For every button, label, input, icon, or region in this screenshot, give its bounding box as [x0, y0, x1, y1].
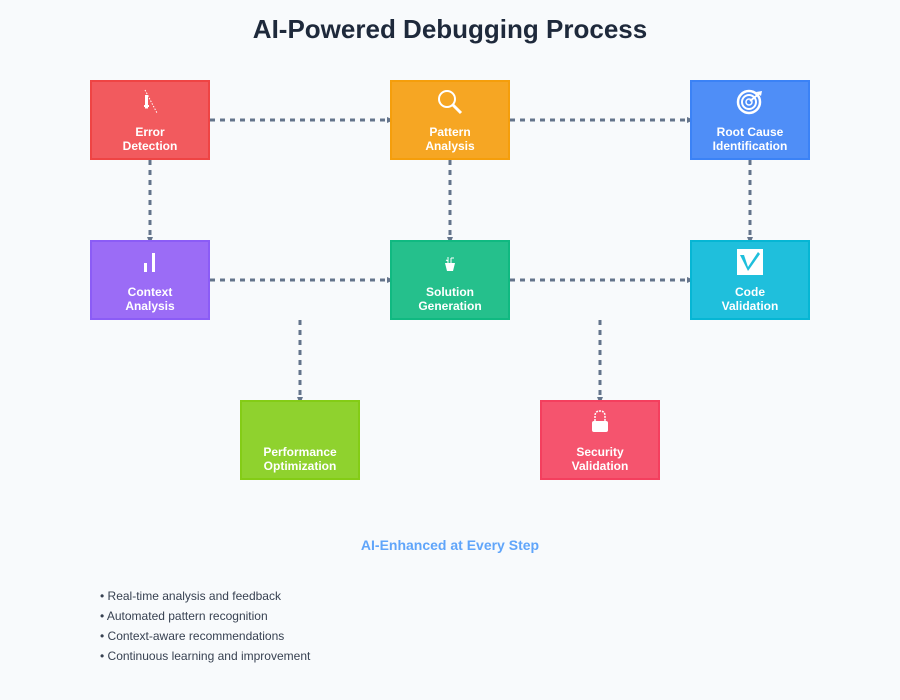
checkbox-icon — [692, 248, 808, 276]
node-label-line2: Generation — [418, 299, 482, 313]
node-label-line2: Analysis — [425, 139, 475, 153]
target-icon — [692, 88, 808, 116]
feature-list: • Real-time analysis and feedback • Auto… — [100, 588, 310, 668]
feature-item: • Continuous learning and improvement — [100, 649, 311, 663]
subtitle: AI-Enhanced at Every Step — [360, 537, 540, 553]
node-label-line1: Solution — [426, 285, 474, 299]
node-code-validation: Code Validation — [690, 240, 810, 320]
node-label-line1: Code — [735, 285, 765, 299]
node-label-line1: Root Cause — [716, 125, 784, 139]
node-pattern-analysis: Pattern Analysis — [390, 80, 510, 160]
node-label-line2: Analysis — [125, 299, 175, 313]
node-label-line1: Context — [127, 285, 173, 299]
node-label-line2: Identification — [712, 139, 788, 153]
node-context-analysis: Context Analysis — [90, 240, 210, 320]
feature-item: • Context-aware recommendations — [100, 629, 285, 643]
feature-item: • Real-time analysis and feedback — [100, 589, 281, 603]
node-security-validation: Security Validation — [540, 400, 660, 480]
plant-pot-icon — [392, 248, 508, 276]
microscope-icon — [92, 88, 208, 116]
node-label-line2: Validation — [721, 299, 779, 313]
node-label-line2: Validation — [571, 459, 629, 473]
node-solution-generation: Solution Generation — [390, 240, 510, 320]
node-label-line1: Security — [576, 445, 624, 459]
node-performance-optimization: Performance Optimization — [240, 400, 360, 480]
node-label-line1: Pattern — [429, 125, 471, 139]
bar-chart-icon — [92, 248, 208, 276]
feature-item: • Automated pattern recognition — [100, 609, 268, 623]
node-label-line1: Performance — [263, 445, 337, 459]
node-error-detection: Error Detection — [90, 80, 210, 160]
page-title: AI-Powered Debugging Process — [252, 14, 648, 44]
magnifier-icon — [392, 88, 508, 116]
node-label-line2: Optimization — [263, 459, 337, 473]
node-label-line1: Error — [135, 125, 165, 139]
node-label-line2: Detection — [122, 139, 178, 153]
lock-icon — [542, 408, 658, 436]
node-root-cause-identification: Root Cause Identification — [690, 80, 810, 160]
